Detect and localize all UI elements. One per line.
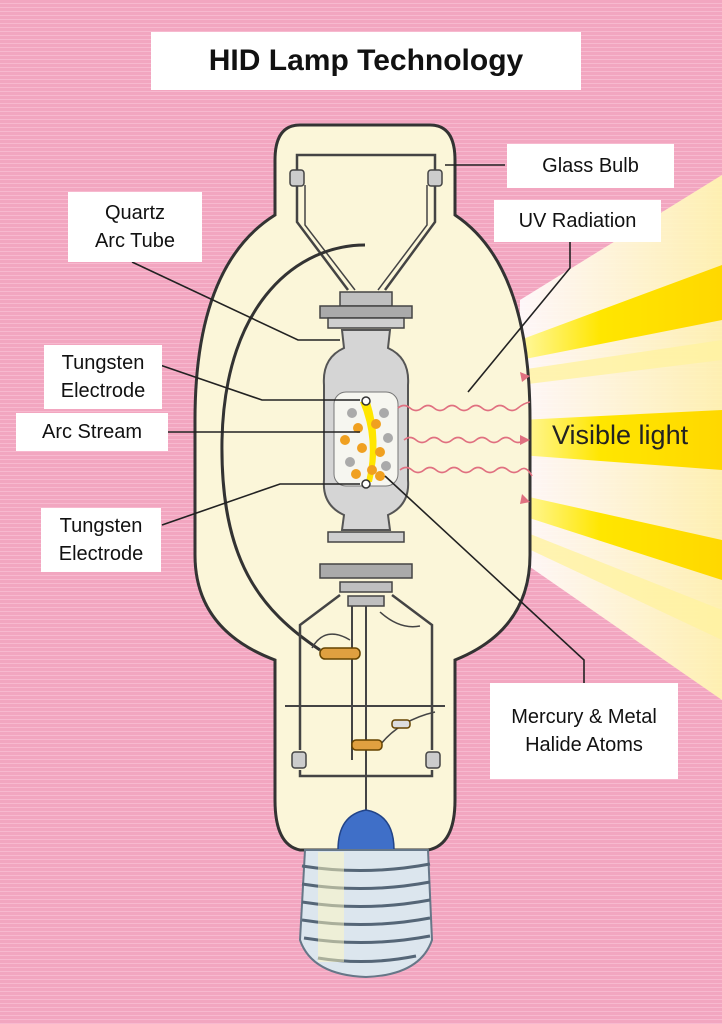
leader-tungsten-top <box>159 364 360 401</box>
atom <box>353 423 363 433</box>
label-quartz-line2: Arc Tube <box>94 230 176 252</box>
leader-quartz-arc-tube <box>131 261 340 341</box>
atom <box>383 433 393 443</box>
upper-clips <box>289 169 443 187</box>
lower-arc-tube-mount <box>319 531 413 607</box>
lower-support-frame <box>285 594 445 820</box>
atom <box>340 435 350 445</box>
label-quartz-line1: Quartz <box>104 201 166 224</box>
tungsten-electrode-bottom-tip <box>361 479 371 489</box>
leader-tungsten-bottom <box>161 483 360 526</box>
leader-atoms <box>384 475 585 683</box>
label-tungsten-bottom-line2: Electrode <box>58 543 144 565</box>
diagram-title: HID Lamp Technology <box>151 32 581 90</box>
label-uv-radiation: UV Radiation <box>494 200 661 242</box>
label-tungsten-top-line2: Electrode <box>60 380 146 402</box>
label-arc-stream: Arc Stream <box>16 413 168 451</box>
support-wire <box>220 243 366 652</box>
atom <box>379 408 389 418</box>
atom <box>351 469 361 479</box>
uv-wave-arrowheads <box>520 372 530 504</box>
atom <box>375 447 385 457</box>
label-uv-radiation-text: UV Radiation <box>518 209 637 232</box>
atom <box>345 457 355 467</box>
atom <box>347 408 357 418</box>
base-connector <box>337 809 395 851</box>
leader-lines <box>131 164 585 683</box>
mercury-metal-halide-atoms <box>340 408 393 481</box>
atom <box>357 443 367 453</box>
screw-base-highlight <box>318 852 344 962</box>
label-tungsten-electrode-top: Tungsten Electrode <box>44 345 162 409</box>
atom <box>375 471 385 481</box>
visible-light-beam <box>520 175 722 700</box>
label-quartz-arc-tube: Quartz Arc Tube <box>68 192 202 262</box>
uv-radiation-waves <box>397 401 533 477</box>
label-tungsten-bottom-line1: Tungsten <box>59 514 143 537</box>
upper-arc-tube-mount <box>319 291 413 329</box>
label-tungsten-top-line1: Tungsten <box>61 351 145 374</box>
leader-uv-radiation <box>467 240 571 393</box>
label-arc-stream-text: Arc Stream <box>41 420 143 443</box>
atom <box>381 461 391 471</box>
upper-support-frame <box>295 153 437 291</box>
label-atoms-line1: Mercury & Metal <box>511 705 657 728</box>
label-mercury-metal-halide-atoms: Mercury & Metal Halide Atoms <box>490 683 678 779</box>
label-atoms-line2: Halide Atoms <box>525 734 643 756</box>
label-tungsten-electrode-bottom: Tungsten Electrode <box>41 508 161 572</box>
tungsten-electrode-top-tip <box>361 396 371 406</box>
label-glass-bulb-text: Glass Bulb <box>542 154 639 177</box>
atom <box>367 465 377 475</box>
lead-resistors <box>319 647 411 751</box>
label-glass-bulb: Glass Bulb <box>507 144 674 188</box>
label-visible-light: Visible light <box>552 420 689 450</box>
lower-clips <box>291 751 441 769</box>
atom <box>371 419 381 429</box>
